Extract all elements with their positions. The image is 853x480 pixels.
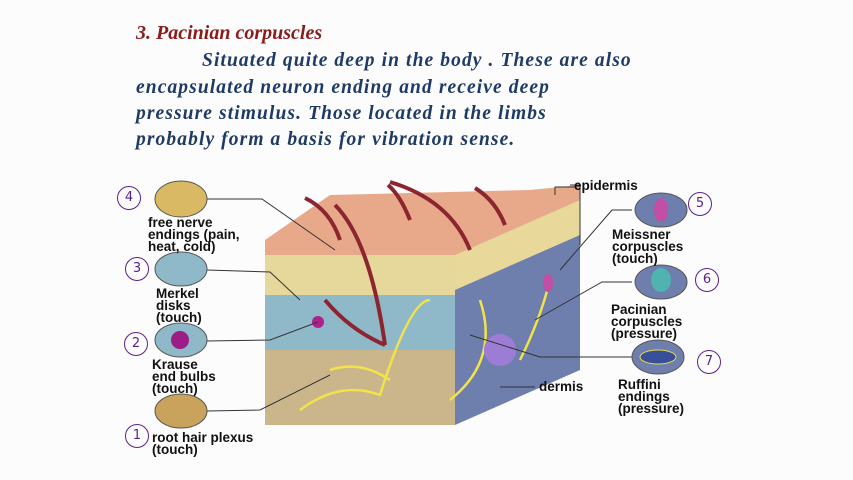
ruffini-icon [639,349,677,365]
epidermis-front [265,255,455,295]
slide-heading: 3. Pacinian corpuscles [136,22,323,44]
pacinian-icon [651,268,671,292]
number-1: 1 [125,424,149,448]
epidermis-label: epidermis [574,178,638,193]
body-line: Situated quite deep in the body . These … [202,50,632,71]
number-5: 5 [688,192,712,216]
meissner-corpuscle [543,274,553,292]
body-line: probably form a basis for vibration sens… [136,129,516,150]
number-6: 6 [695,268,719,292]
merkel-disks-thumb [154,251,208,287]
ruffini-coil [484,334,516,366]
free-nerve-endings-thumb [154,180,208,218]
number-7: 7 [697,350,721,374]
pacinian-label: Pacinian corpuscles (pressure) [611,302,683,341]
number-2: 2 [124,332,148,356]
hairs [304,180,507,347]
root-hair-plexus-thumb [154,393,208,429]
number-3: 3 [125,257,149,281]
krause-bulb-icon [171,331,189,349]
fat-layer [265,350,455,425]
body-line: pressure stimulus. Those located in the … [136,103,547,124]
dermis-label: dermis [539,379,584,394]
skin-surface [265,185,580,255]
root-hair-plexus-label: root hair plexus (touch) [152,430,254,457]
number-4: 4 [117,186,141,210]
meissner-icon [654,198,668,222]
merkel-disks-label: Merkel disks (touch) [156,286,202,325]
body-line: encapsulated neuron ending and receive d… [136,77,550,98]
free-nerve-endings-label: free nerve endings (pain, heat, cold) [148,215,240,254]
leader-lines [206,184,632,412]
ruffini-label: Ruffini endings (pressure) [618,377,685,416]
epidermis-side [455,200,580,290]
krause-end-bulbs-label: Krause end bulbs (touch) [152,357,216,396]
meissner-label: Meissner corpuscles (touch) [612,227,684,266]
